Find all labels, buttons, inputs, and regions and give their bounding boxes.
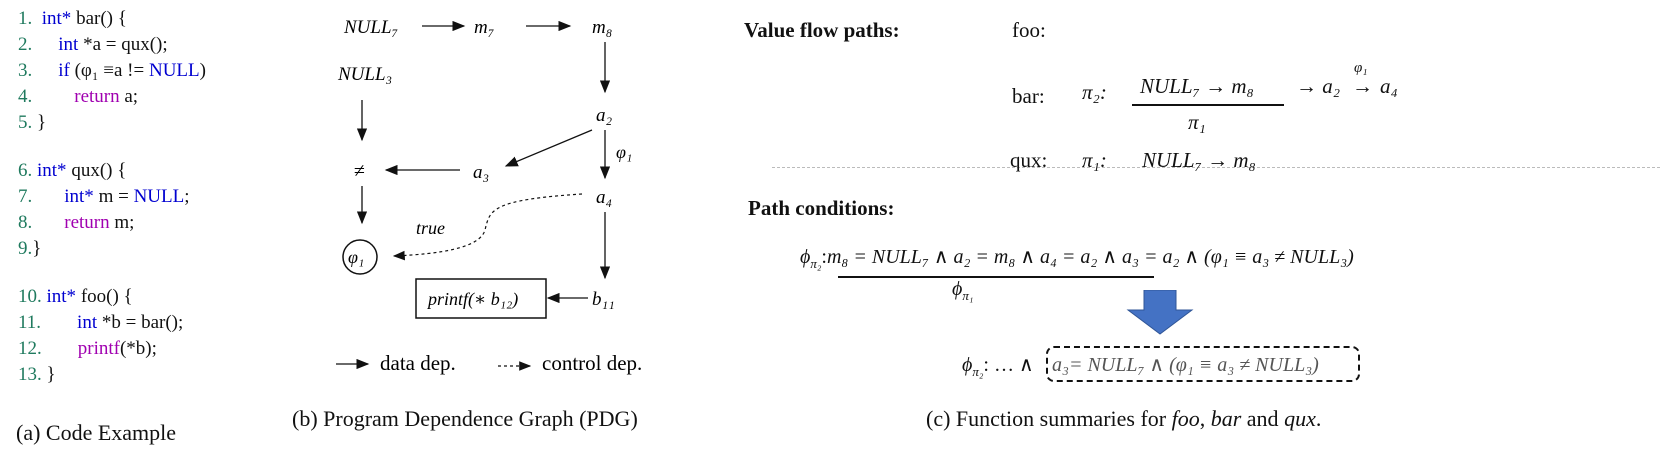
bar-path-top: NULL₇ → m₈ xyxy=(1140,74,1254,98)
code-line-3: 3.if (φ₁ ≡a != NULL) xyxy=(18,60,206,81)
code-line-10: 10. int* foo() { xyxy=(18,286,133,307)
bar-label: bar: xyxy=(1012,84,1045,108)
caption-a: (a) Code Example xyxy=(16,420,177,445)
code-line-7: 7.int* m = NULL; xyxy=(18,186,190,207)
bar-pi2: π₂: xyxy=(1082,80,1107,104)
qux-path: NULL₇ → m₈ xyxy=(1142,148,1256,172)
legend-control-label: control dep. xyxy=(542,351,642,375)
qux-pi1: π₁: xyxy=(1082,148,1107,172)
cond-line: ϕπ₂:m₈ = NULL₇ ∧ a₂ = m₈ ∧ a₄ = a₂ ∧ a₃ … xyxy=(800,246,1354,271)
cond-rest: ∧ a₃ = a₂ ∧ (φ₁ ≡ a₃ ≠ NULL₃) xyxy=(1097,246,1354,268)
code-line-13: 13. } xyxy=(18,364,56,385)
cond-under-label: ϕπ₁ xyxy=(952,278,974,303)
result-boxed: a₃= NULL₇ ∧ (φ₁ ≡ a₃ ≠ NULL₃) xyxy=(1046,346,1360,382)
node-m8: m₈ xyxy=(592,17,612,38)
node-phi1: φ₁ xyxy=(348,247,364,267)
bar-arrow-label: φ₁ xyxy=(1354,60,1368,76)
cond-phi-sub: π₂ xyxy=(810,256,822,271)
cond-underline xyxy=(838,276,1154,278)
edge-label-true: true xyxy=(416,218,445,238)
node-null3: NULL₃ xyxy=(337,64,392,85)
code-line-11: 11.int *b = bar(); xyxy=(18,312,184,333)
code-line-1: 1. int* bar() { xyxy=(18,8,127,29)
section-divider xyxy=(772,167,1660,168)
code-line-2: 2.int *a = qux(); xyxy=(18,34,168,55)
node-a4: a₄ xyxy=(596,187,612,208)
cond-underlined: m₈ = NULL₇ ∧ a₂ = m₈ ∧ a₄ = a₂ xyxy=(826,246,1098,268)
edge-control-a4-phi1 xyxy=(392,193,583,261)
code-line-4: 4.return a; xyxy=(18,86,139,107)
node-neq: ≠ xyxy=(354,160,365,182)
node-a2: a₂ xyxy=(596,105,613,126)
cond-phi: ϕ xyxy=(800,246,811,268)
result-prefix: : … ∧ xyxy=(983,354,1034,376)
code-line-5: 5. } xyxy=(18,112,47,133)
bar-path-end: a₄ xyxy=(1380,74,1398,98)
node-printf: printf(∗ b₁₂) xyxy=(426,289,518,310)
bar-path-underline xyxy=(1132,104,1284,106)
code-line-12: 12.printf(*b); xyxy=(18,338,157,359)
bar-arrow: → xyxy=(1352,74,1373,98)
code-line-9: 9.} xyxy=(18,238,42,259)
node-null7: NULL₇ xyxy=(343,17,399,38)
caption-c: (c) Function summaries for foo, bar and … xyxy=(926,406,1322,431)
code-line-6: 6. int* qux() { xyxy=(18,160,127,181)
node-phi1-circle xyxy=(342,239,378,275)
pdg-diagram: NULL₇ m₇ m₈ NULL₃ a₂ a₃ a₄ ≠ φ₁ printf(∗… xyxy=(336,17,642,375)
foo-label: foo: xyxy=(1012,18,1046,42)
bar-path-rest: → a₂ xyxy=(1296,74,1341,98)
edge-label-phi1: φ₁ xyxy=(616,142,632,162)
value-flow-title: Value flow paths: xyxy=(744,18,900,42)
result-line: ϕπ₂: … ∧ xyxy=(962,354,1034,379)
caption-b: (b) Program Dependence Graph (PDG) xyxy=(292,406,638,431)
big-down-arrow xyxy=(1126,290,1194,335)
path-cond-title: Path conditions: xyxy=(748,196,895,220)
edge-a2-a3 xyxy=(504,129,593,167)
qux-label: qux: xyxy=(1010,148,1048,172)
node-b11: b₁₁ xyxy=(592,289,615,310)
node-printf-box xyxy=(415,278,547,319)
code-line-8: 8.return m; xyxy=(18,212,135,233)
legend-data-label: data dep. xyxy=(380,351,456,375)
node-a3: a₃ xyxy=(473,162,489,183)
bar-path-under-label: π₁ xyxy=(1188,110,1206,134)
node-m7: m₇ xyxy=(474,17,495,38)
